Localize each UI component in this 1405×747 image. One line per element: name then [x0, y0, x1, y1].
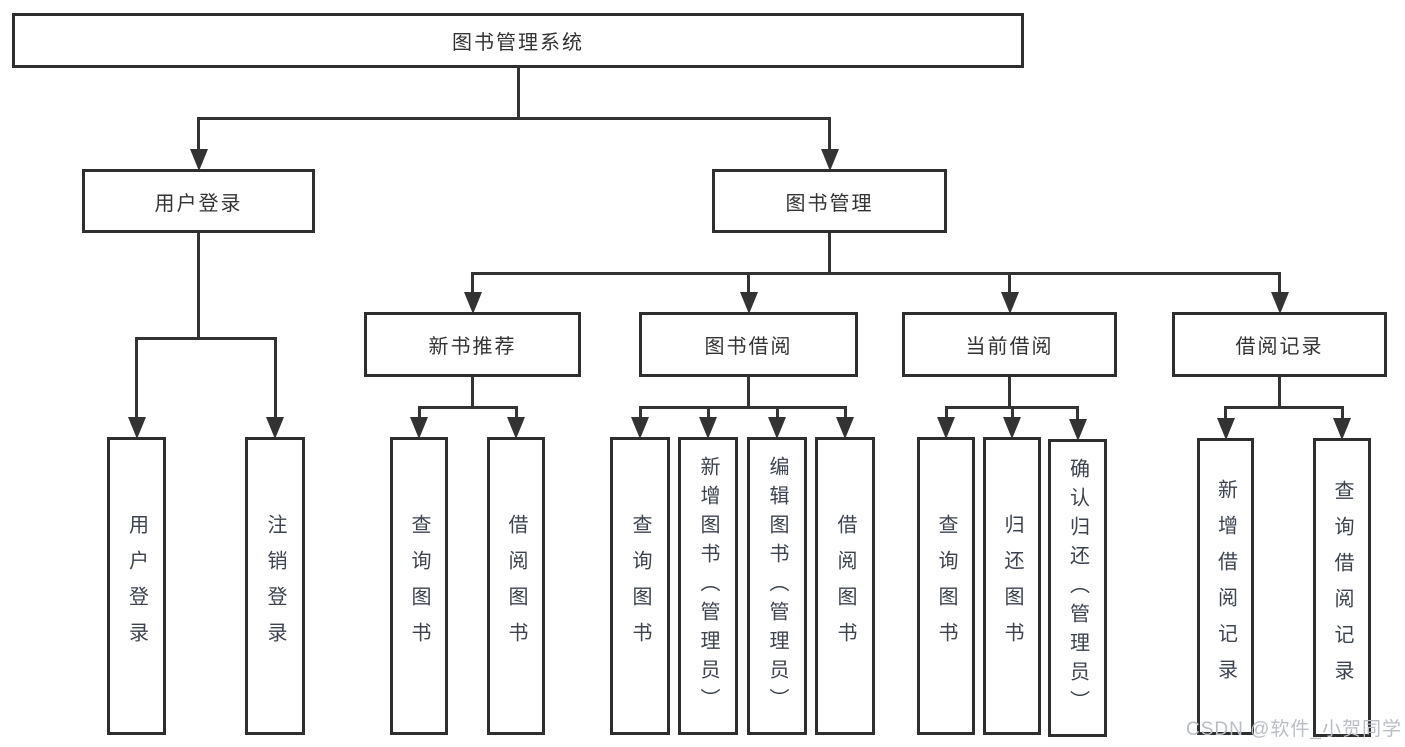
node-label: 查询图书 — [935, 514, 957, 658]
node-label: 图书管理 — [785, 192, 874, 215]
node-root: 图书管理系统 — [12, 13, 1024, 68]
node-bb-add-books-admin: 新增图书（管理员） — [678, 437, 738, 735]
node-current-borrowing: 当前借阅 — [902, 312, 1117, 377]
connector-arrowhead-down — [820, 149, 839, 171]
node-label: 借阅图书 — [834, 514, 856, 658]
node-book-borrowing: 图书借阅 — [639, 312, 858, 377]
connector-line — [638, 406, 642, 417]
connector-line — [1340, 406, 1344, 418]
node-br-add-record: 新增借阅记录 — [1197, 438, 1254, 735]
node-label: 查询借阅记录 — [1331, 479, 1353, 696]
connector-line — [273, 337, 277, 417]
connector-line — [1008, 377, 1011, 409]
node-label: 新增图书（管理员） — [697, 455, 719, 717]
connector-arrowhead-down — [836, 417, 854, 439]
connector-arrowhead-down — [699, 417, 717, 439]
node-label: 注销登录 — [264, 514, 286, 658]
connector-line — [1008, 272, 1011, 292]
node-book-management: 图书管理 — [712, 169, 947, 233]
node-logout: 注销登录 — [245, 437, 305, 735]
node-label: 用户登录 — [125, 514, 148, 658]
node-label: 借阅记录 — [1235, 336, 1324, 358]
connector-line — [638, 406, 847, 409]
node-br-query-record: 查询借阅记录 — [1313, 438, 1371, 737]
node-label: 用户登录 — [154, 192, 243, 215]
node-login-action: 用户登录 — [107, 437, 166, 735]
connector-arrowhead-down — [1333, 418, 1351, 440]
connector-line — [471, 272, 474, 292]
node-label: 归还图书 — [1001, 514, 1023, 658]
connector-line — [135, 337, 138, 417]
connector-arrowhead-down — [410, 417, 428, 439]
node-label: 新增借阅记录 — [1214, 478, 1237, 695]
connector-line — [417, 406, 421, 417]
node-cb-confirm-return-admin: 确认归还（管理员） — [1048, 439, 1107, 737]
node-bb-edit-books-admin: 编辑图书（管理员） — [747, 437, 807, 735]
connector-line — [1010, 406, 1014, 417]
connector-arrowhead-down — [768, 417, 786, 439]
node-label: 借阅图书 — [505, 514, 527, 658]
node-new-book-recommendation: 新书推荐 — [364, 312, 581, 377]
node-label: 确认归还（管理员） — [1066, 457, 1089, 719]
connector-line — [417, 406, 518, 409]
node-rec-query-books: 查询图书 — [390, 437, 448, 735]
connector-arrowhead-down — [739, 292, 758, 314]
connector-line — [944, 406, 948, 417]
connector-arrowhead-down — [937, 417, 955, 439]
node-label: 当前借阅 — [965, 336, 1054, 358]
connector-arrowhead-down — [1270, 292, 1289, 314]
connector-line — [197, 233, 200, 340]
connector-line — [135, 337, 277, 340]
node-label: 图书借阅 — [704, 336, 793, 358]
connector-arrowhead-down — [266, 417, 284, 439]
connector-line — [197, 117, 200, 149]
node-rec-borrow-books: 借阅图书 — [487, 437, 545, 735]
node-borrowing-records: 借阅记录 — [1172, 312, 1387, 377]
connector-line — [775, 406, 779, 417]
connector-arrowhead-down — [1068, 419, 1087, 441]
node-label: 新书推荐 — [428, 336, 517, 358]
node-label: 编辑图书（管理员） — [766, 455, 788, 717]
connector-line — [1224, 406, 1227, 418]
connector-line — [1076, 406, 1079, 419]
connector-line — [514, 406, 518, 417]
connector-line — [706, 406, 710, 417]
connector-line — [1278, 377, 1281, 409]
connector-line — [471, 377, 474, 409]
watermark: CSDN @软件_小贺同学 — [1186, 719, 1402, 740]
connector-arrowhead-down — [463, 292, 482, 314]
node-bb-query-books: 查询图书 — [610, 437, 670, 735]
connector-arrowhead-down — [507, 417, 525, 439]
connector-arrowhead-down — [1000, 292, 1019, 314]
connector-arrowhead-down — [189, 149, 208, 171]
node-label: 图书管理系统 — [452, 32, 584, 54]
node-label: 查询图书 — [629, 514, 651, 658]
node-label: 查询图书 — [408, 514, 430, 658]
connector-arrowhead-down — [127, 417, 146, 439]
connector-line — [197, 117, 831, 120]
connector-line — [843, 406, 847, 417]
connector-line — [747, 377, 750, 409]
node-user-login: 用户登录 — [82, 169, 315, 233]
connector-arrowhead-down — [1003, 417, 1021, 439]
connector-arrowhead-down — [1216, 418, 1235, 440]
node-bb-borrow-books: 借阅图书 — [815, 437, 875, 735]
connector-line — [828, 233, 831, 275]
connector-line — [1224, 406, 1344, 409]
connector-line — [471, 272, 1281, 275]
connector-line — [747, 272, 750, 292]
node-cb-return-books: 归还图书 — [983, 437, 1041, 735]
connector-arrowhead-down — [631, 417, 649, 439]
connector-line — [828, 117, 831, 149]
connector-line — [1278, 272, 1281, 292]
connector-line — [516, 68, 520, 120]
node-cb-query-books: 查询图书 — [917, 437, 975, 735]
